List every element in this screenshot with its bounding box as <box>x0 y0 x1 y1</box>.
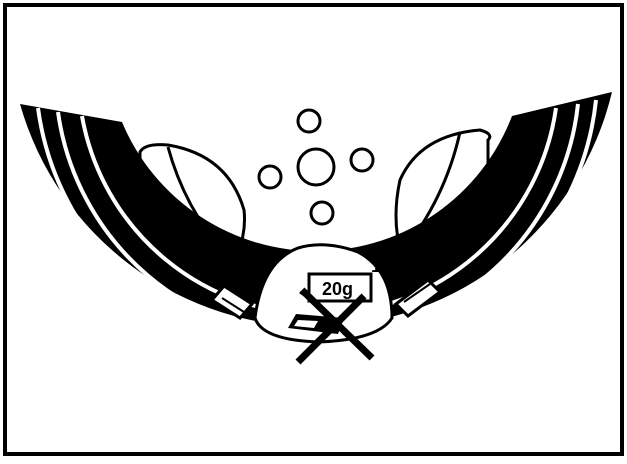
wheel-hub-bolt-icon <box>298 110 320 132</box>
left-weight-label: 5g <box>236 260 257 280</box>
wheel-hub-bolt-icon <box>351 149 373 171</box>
bottom-weight-label: 20g <box>322 279 353 299</box>
wheel-hub-bolt-icon <box>311 202 333 224</box>
wheel-hub-bolt-icon <box>259 166 281 188</box>
right-weight-label: 15g <box>371 256 402 276</box>
wheel-hub-center-icon <box>298 149 334 185</box>
